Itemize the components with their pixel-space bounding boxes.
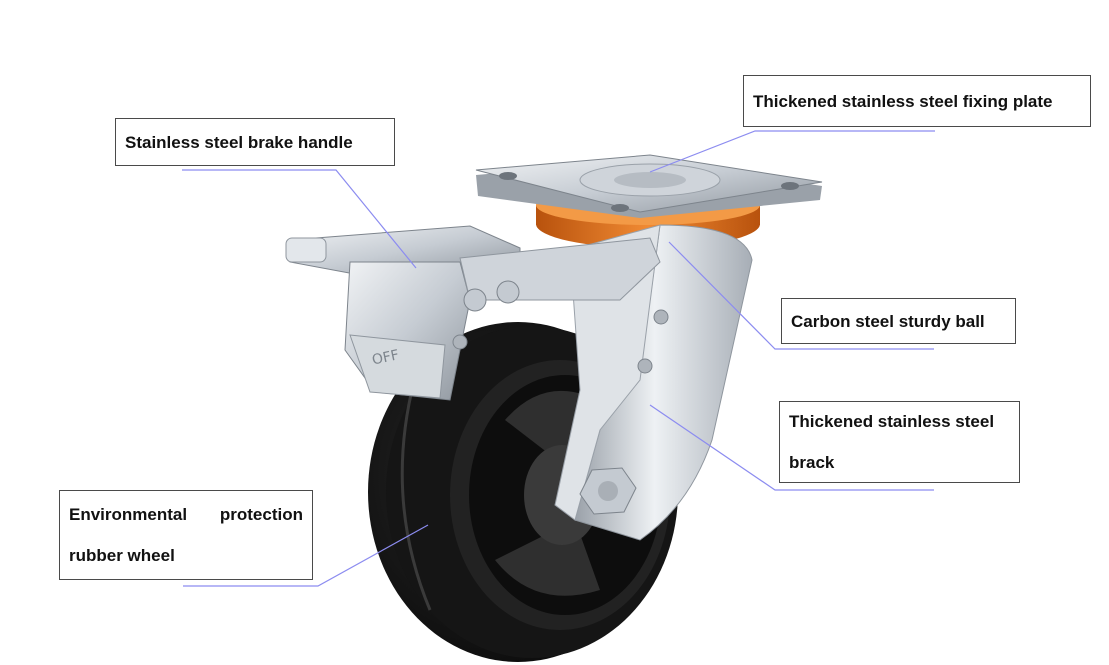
leader-line-sturdy-ball [668, 241, 934, 350]
caster-illustration: OFF [285, 154, 823, 662]
leader-line-rubber-wheel [183, 524, 429, 587]
label-rubber-wheel-line2: rubber wheel [69, 546, 175, 565]
leader-line-brake-handle [182, 169, 417, 269]
label-rubber-wheel-line1: Environmental protection [69, 494, 303, 535]
label-rubber-wheel-word2: protection [219, 505, 303, 524]
label-brack: Thickened stainless steel brack [779, 401, 1020, 483]
label-fixing-plate: Thickened stainless steel fixing plate [743, 75, 1091, 127]
label-brack-line2: brack [789, 453, 835, 472]
leader-line-brack [649, 404, 934, 491]
label-brake-handle: Stainless steel brake handle [115, 118, 395, 166]
brake-assembly: OFF [285, 225, 661, 401]
label-fixing-plate-text: Thickened stainless steel fixing plate [753, 91, 1053, 111]
label-brake-handle-text: Stainless steel brake handle [125, 132, 353, 152]
label-rubber-wheel-word1: Environmental [69, 505, 188, 524]
label-sturdy-ball-text: Carbon steel sturdy ball [791, 311, 985, 331]
off-mark: OFF [371, 347, 401, 368]
label-sturdy-ball: Carbon steel sturdy ball [781, 298, 1016, 344]
label-rubber-wheel: Environmental protection rubber wheel [59, 490, 313, 580]
fixing-plate [475, 154, 823, 218]
label-brack-line1: Thickened stainless steel [789, 412, 995, 431]
leader-lines [182, 130, 935, 587]
leader-line-fixing-plate [649, 130, 935, 173]
